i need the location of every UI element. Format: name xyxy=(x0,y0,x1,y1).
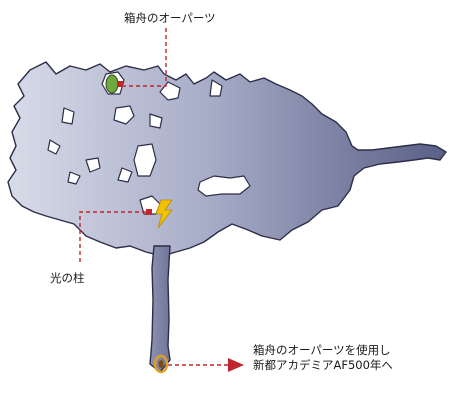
hole xyxy=(113,105,135,125)
pillar-marker xyxy=(146,199,173,229)
destination-arrowhead xyxy=(228,358,244,372)
ark-part-endpoint xyxy=(118,81,123,87)
hole xyxy=(209,79,223,97)
ring-portal-core xyxy=(158,360,164,368)
hole xyxy=(133,143,157,177)
hole xyxy=(197,175,251,197)
destination-label-line1: 箱舟のオーパーツを使用し xyxy=(253,343,391,357)
terrain-holes xyxy=(47,71,251,215)
pillar-of-light-label: 光の柱 xyxy=(50,271,85,285)
exit-marker xyxy=(153,354,169,374)
pillar-endpoint xyxy=(146,209,152,215)
hole xyxy=(67,171,81,185)
ring-portal-icon xyxy=(153,354,169,374)
green-capsule-icon xyxy=(105,74,119,94)
destination-label-line2: 新都アカデミアAF500年へ xyxy=(253,358,393,372)
leader-ark-part xyxy=(122,28,167,87)
hole xyxy=(47,139,61,155)
terrain-main xyxy=(7,61,447,257)
hole xyxy=(85,157,101,173)
terrain-south-corridor xyxy=(149,245,171,373)
leader-pillar xyxy=(79,211,148,262)
hole xyxy=(61,107,75,125)
ark-part-marker xyxy=(105,74,123,94)
destination-label: 箱舟のオーパーツを使用し 新都アカデミアAF500年へ xyxy=(253,343,393,373)
hole xyxy=(117,167,133,183)
ark-part-label: 箱舟のオーパーツ xyxy=(124,11,216,25)
leader-lines xyxy=(79,28,228,366)
hole xyxy=(149,113,163,129)
lightning-bolt-icon xyxy=(155,199,173,229)
